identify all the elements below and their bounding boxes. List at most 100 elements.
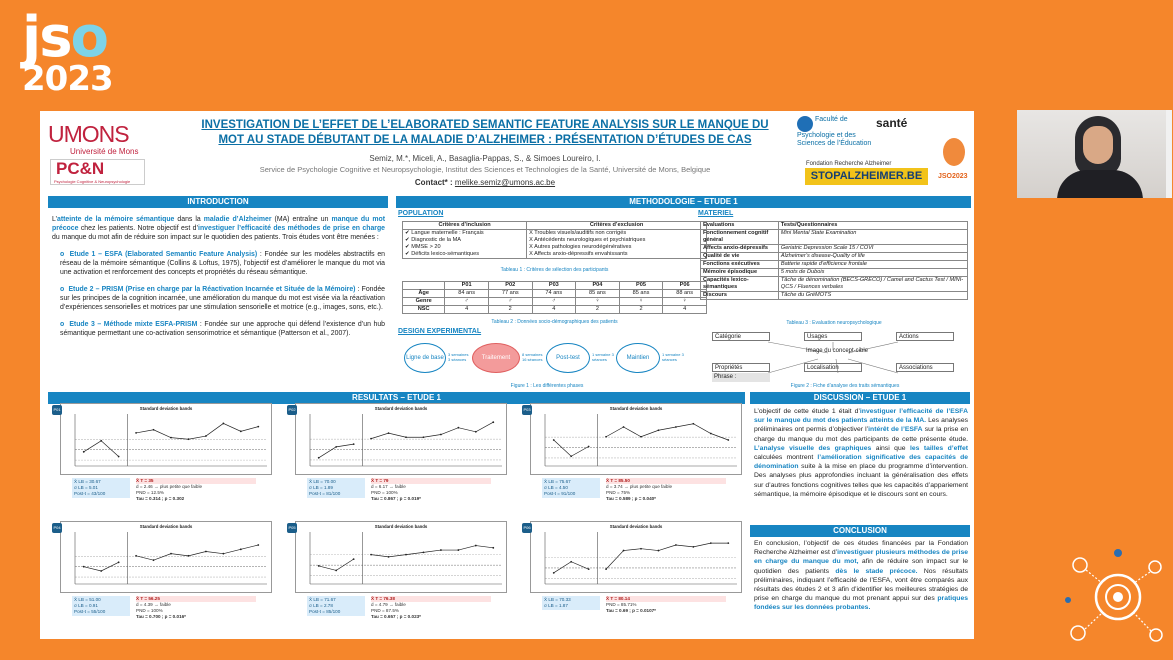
data-point <box>405 436 407 439</box>
chart-plot <box>309 414 502 467</box>
demo-cell: 2 <box>575 305 620 314</box>
phase-baseline: Ligne de base <box>404 343 446 373</box>
chart-title: Standard deviation bands <box>609 406 663 411</box>
material-cell: Tâche du GréMOTS <box>777 291 969 300</box>
material-cell: Qualité de vie <box>700 252 779 261</box>
data-point <box>100 570 103 572</box>
phase-tag: 1 semaine 3 séances <box>662 352 684 362</box>
data-point <box>135 554 137 557</box>
demo-cell: 74 ans <box>531 289 577 298</box>
chart-title: Standard deviation bands <box>609 524 663 529</box>
stat-line: d = 4.79 → faible <box>371 602 406 607</box>
demo-header <box>401 281 446 290</box>
material-cell: Mémoire épisodique <box>700 268 779 277</box>
poster-title: INVESTIGATION DE L’EFFET DE L’ELABORATED… <box>201 119 769 146</box>
data-point <box>492 546 495 549</box>
sante-logo: santé <box>876 116 908 130</box>
stat-line: Tau = 0.69 ; p = 0.0107* <box>606 608 656 613</box>
data-point <box>440 549 442 551</box>
demo-cell: ♀ <box>575 297 620 306</box>
demo-cell: 4 <box>531 305 577 314</box>
demo-cell: 4 <box>444 305 489 314</box>
material-header: Tests/Questionnaires <box>777 221 969 230</box>
diagram-category: Catégorie <box>712 332 770 341</box>
sd-band-chart: Standard deviation bands <box>60 521 272 593</box>
population-heading: POPULATION <box>398 210 444 217</box>
webcam-video <box>1017 110 1172 198</box>
demo-cell: ♂ <box>531 297 577 306</box>
baseline-series <box>553 561 589 574</box>
demo-cell: ♀ <box>618 297 664 306</box>
stat-line: PND = 12.5% <box>136 490 164 495</box>
diagram-center: Image du concept-cible <box>805 348 869 354</box>
demo-header: P05 <box>618 281 664 290</box>
stat-line: PND = 85.71% <box>606 602 637 607</box>
poster-header: UMONS Université de Mons PC&N Psychologi… <box>40 111 974 188</box>
data-point <box>82 565 85 568</box>
data-point <box>605 435 607 438</box>
data-point <box>335 569 338 572</box>
material-heading: MATERIEL <box>698 210 734 217</box>
data-point <box>640 435 642 438</box>
umons-logo: UMONS <box>48 121 130 147</box>
jso-logo: jso 2023 <box>22 10 114 97</box>
stat-line: σ LB = 1.87 <box>544 603 568 608</box>
demo-header: P03 <box>531 281 577 290</box>
discussion-header: DISCUSSION – ETUDE 1 <box>750 392 970 404</box>
data-point <box>370 553 372 556</box>
faculty-logo: Faculté de Psychologie et des Sciences d… <box>797 116 872 147</box>
conclusion-header: CONCLUSION <box>750 525 970 537</box>
data-point <box>727 439 730 441</box>
stat-line: Post-t = 91/100 <box>544 491 576 496</box>
inclusion-item: ✔ Diagnostic de la MA <box>405 237 461 243</box>
phase-tag: 1 semaine 3 séances <box>592 352 614 362</box>
material-cell: Batterie rapide d’efficience frontale <box>777 260 969 269</box>
jso-icon <box>943 138 965 166</box>
methodology-header: METHODOLOGIE – ETUDE 1 <box>396 196 971 208</box>
stat-line: Post-t = 43/100 <box>74 491 106 496</box>
contact-email[interactable]: melike.semiz@umons.ac.be <box>454 178 556 187</box>
stat-line: X̄ LB = 70.00 <box>309 479 336 484</box>
patient-badge: P06 <box>522 523 532 533</box>
material-cell: Capacités lexico-sémantiques <box>700 276 779 292</box>
patient-badge: P03 <box>522 405 532 415</box>
stat-line: X̄ T = 85.50 <box>606 478 726 484</box>
data-point <box>82 450 85 453</box>
stat-line: X̄ LB = 71.67 <box>309 597 336 602</box>
demo-header: P04 <box>575 281 620 290</box>
demo-header: P02 <box>487 281 533 290</box>
diagram-usages: Usages <box>804 332 862 341</box>
data-point <box>474 544 477 547</box>
poster-authors: Semiz, M.*, Miceli, A., Basaglia-Pappas,… <box>369 154 601 163</box>
stat-line: X̄ LB = 70.33 <box>544 597 571 602</box>
intro-text: L’atteinte de la mémoire sémantique dans… <box>52 216 385 337</box>
patient-badge: P05 <box>287 523 297 533</box>
stat-line: X̄ LB = 30.67 <box>74 479 101 484</box>
data-point <box>457 549 460 551</box>
data-point <box>422 551 425 554</box>
treatment-series <box>136 544 259 561</box>
patient-badge: P01 <box>52 405 62 415</box>
table1-caption: Tableau 1 : Critères de sélection des pa… <box>500 267 609 273</box>
diagram-localisation: Localisation <box>804 363 862 372</box>
figure2-caption: Figure 2 : Fiche d’analyse des traits sé… <box>790 383 900 389</box>
data-point <box>727 542 730 545</box>
data-point <box>222 422 225 425</box>
stat-line: X̄ T = 79 <box>371 478 491 484</box>
data-point <box>205 435 207 437</box>
diagram-associations: Associations <box>896 363 954 372</box>
data-point <box>352 558 355 561</box>
data-point <box>440 433 442 436</box>
sd-band-chart: Standard deviation bands <box>530 521 742 593</box>
data-point <box>622 549 625 552</box>
data-point <box>405 553 407 556</box>
data-point <box>100 439 103 442</box>
material-cell: 5 mots de Dubois <box>777 268 969 277</box>
material-cell: Geriatric Depression Scale 15 / COVI <box>777 244 969 253</box>
data-point <box>605 568 607 571</box>
